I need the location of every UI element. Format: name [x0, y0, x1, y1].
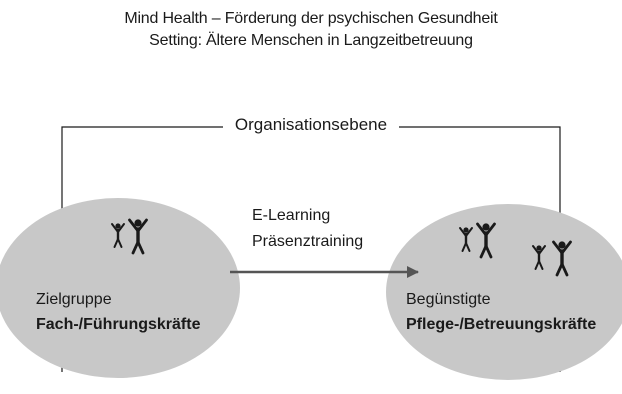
- title-line-1: Mind Health – Förderung der psychischen …: [124, 10, 498, 27]
- target-group-name: Fach-/Führungskräfte: [36, 316, 201, 333]
- arrow-label-line-1: E-Learning: [252, 207, 331, 224]
- diagram-title: Mind Health – Förderung der psychischen …: [0, 8, 622, 52]
- beneficiaries-label: Begünstigte: [406, 291, 491, 308]
- organisation-label: Organisationsebene: [222, 115, 400, 134]
- target-group-label: Zielgruppe: [36, 291, 112, 308]
- target-group-ellipse: [0, 198, 240, 378]
- beneficiaries-name: Pflege-/Betreuungskräfte: [406, 316, 597, 333]
- organisation-label-wrap: Organisationsebene: [0, 115, 622, 135]
- arrow-label-line-2: Präsenztraining: [252, 233, 364, 250]
- title-line-2: Setting: Ältere Menschen in Langzeitbetr…: [149, 32, 473, 49]
